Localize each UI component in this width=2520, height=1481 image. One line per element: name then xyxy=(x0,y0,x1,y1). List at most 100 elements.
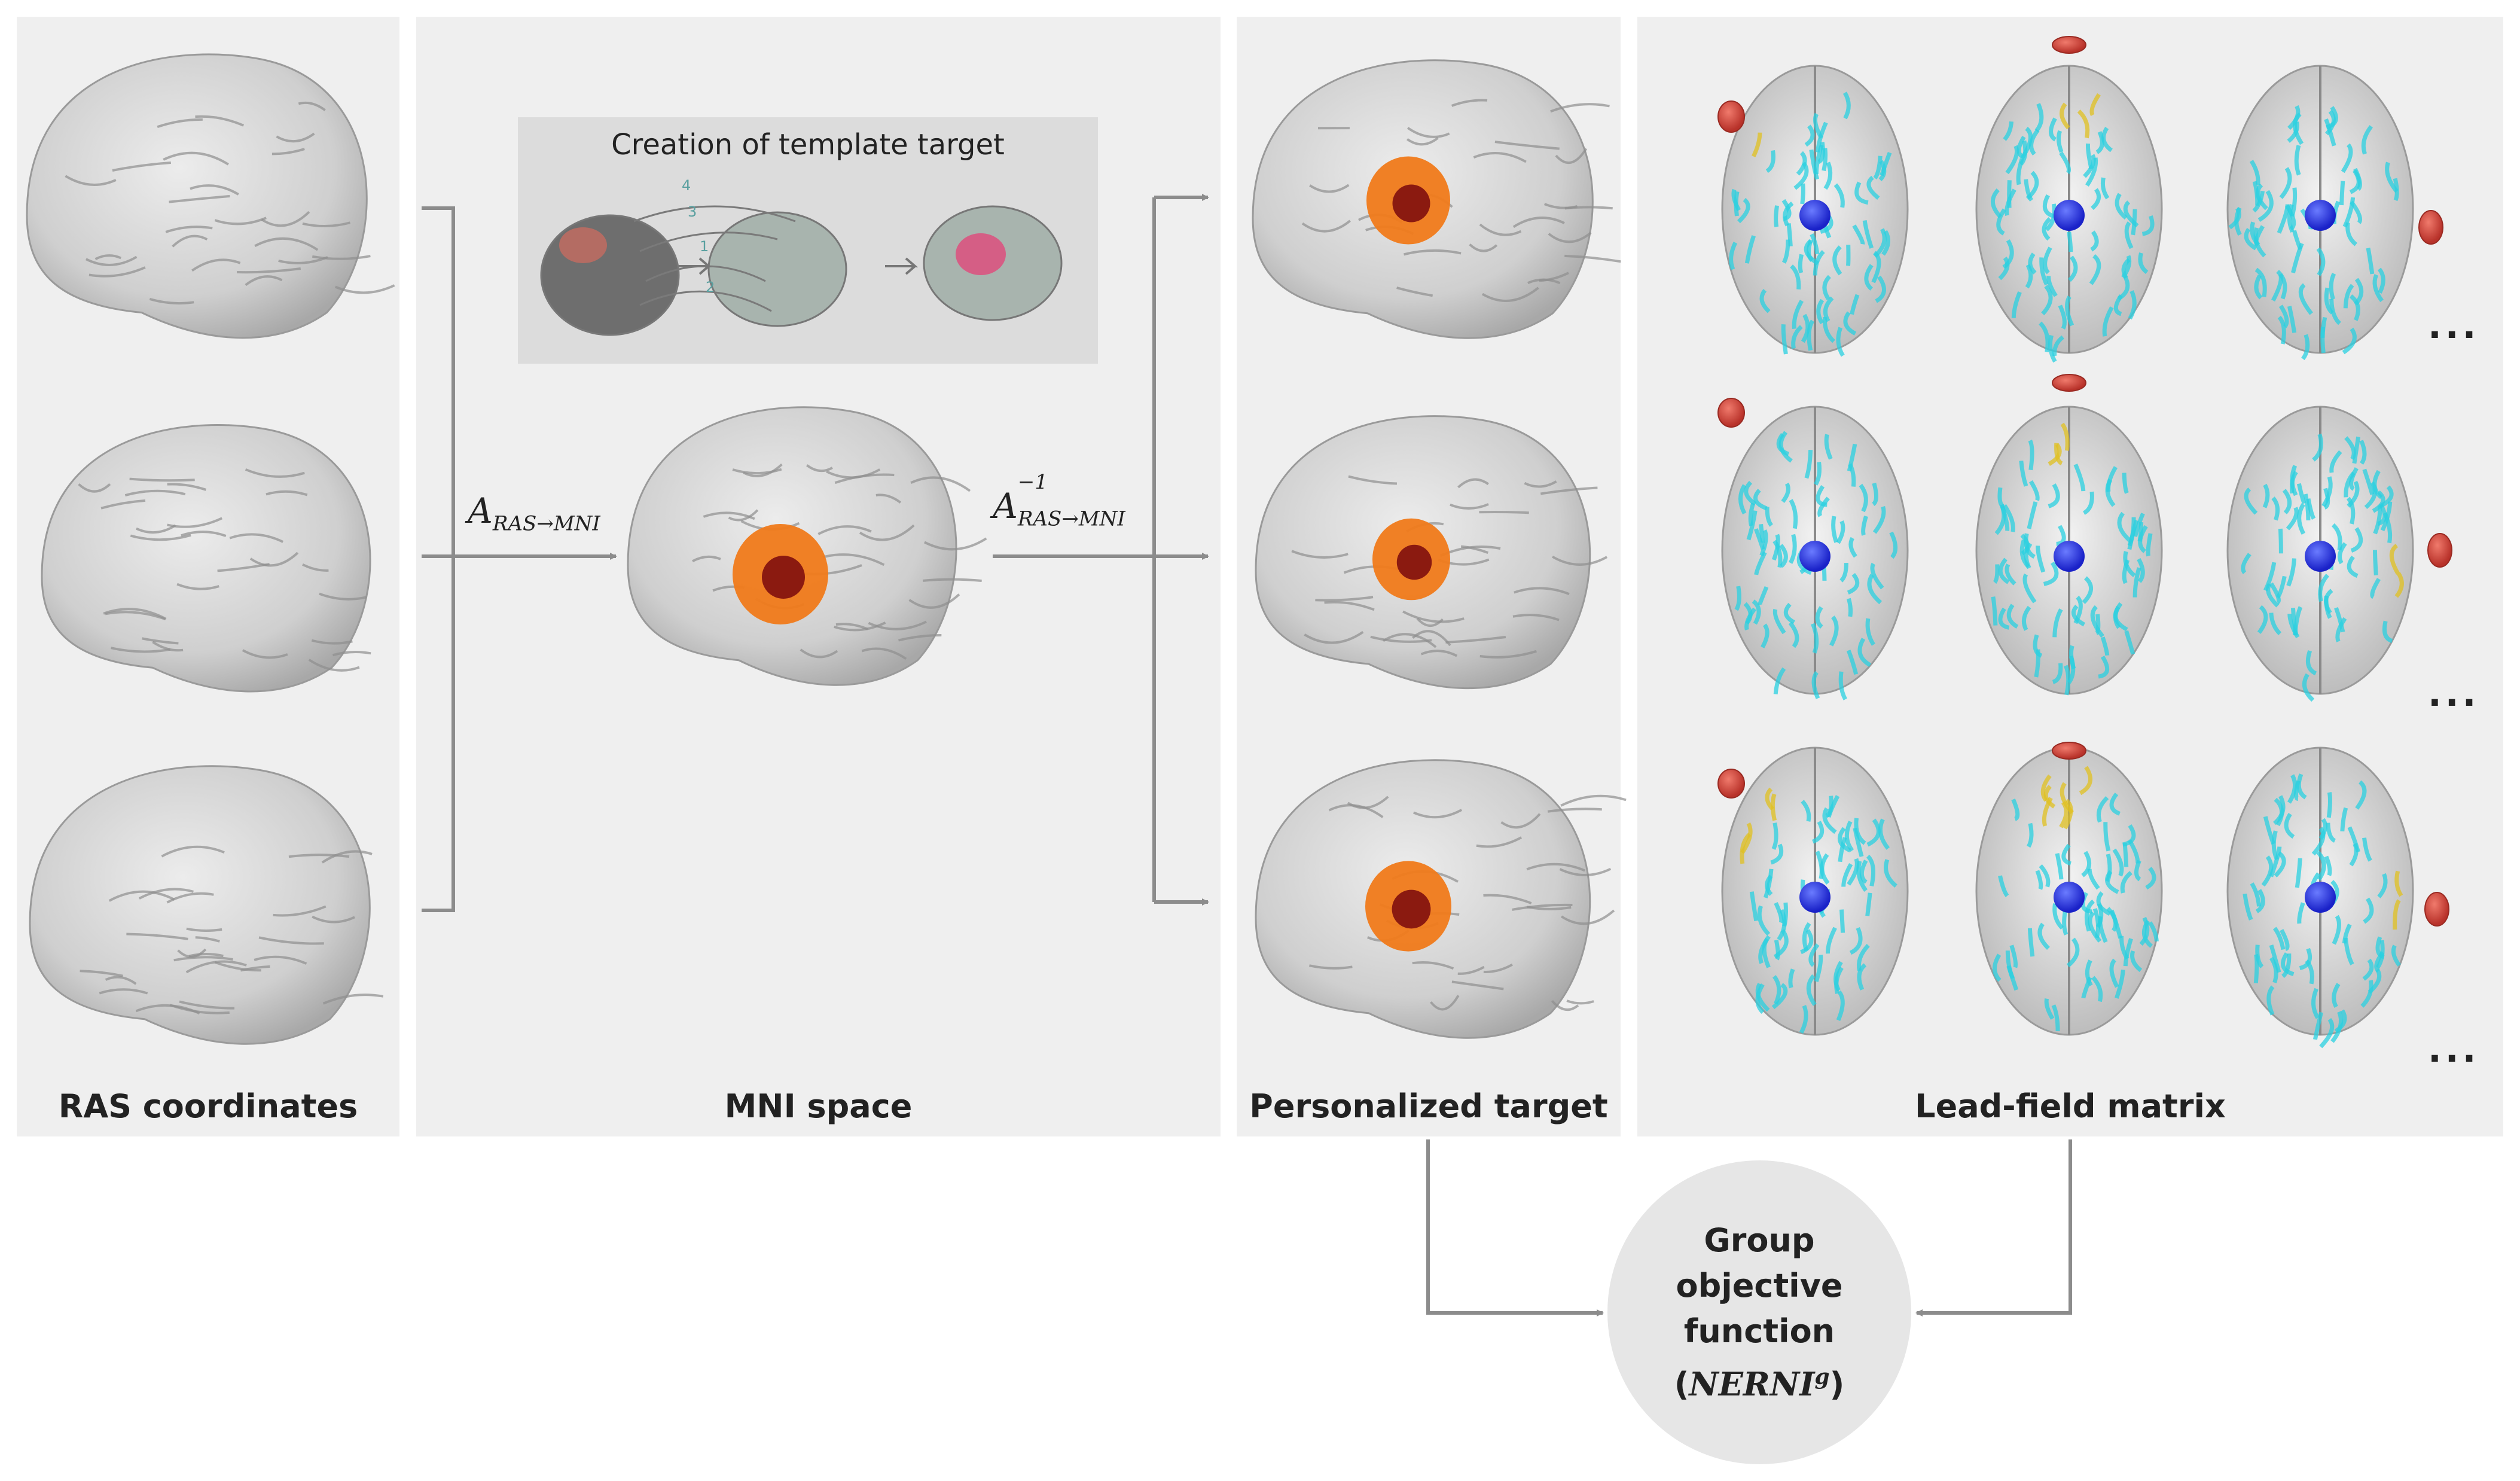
leadfield-brain-r3-c1-field-stroke xyxy=(1814,955,1823,982)
personalized-brain-3 xyxy=(1255,759,1627,1039)
leadfield-brain-r1-c2-field-stroke xyxy=(2020,126,2033,160)
leadfield-brain-r3-c1-field-stroke xyxy=(1772,975,1781,1005)
leadfield-brain-r1-c3-field-stroke xyxy=(2353,167,2363,191)
leadfield-brain-r3-c3-field-stroke xyxy=(2294,780,2301,802)
leadfield-brain-r1-c1-field-stroke xyxy=(1804,124,1815,147)
mni-template-brain-sulcus xyxy=(826,468,881,479)
ras-panel-title: RAS coordinates xyxy=(58,1087,358,1125)
ras-brain-1-sulcus xyxy=(195,115,245,127)
leadfield-brain-r1-c2-field-stroke xyxy=(2091,188,2101,211)
leadfield-brain-r2-c1-field-stroke xyxy=(1788,621,1799,648)
leadfield-brain-r3-c1-field-stroke xyxy=(1740,833,1752,864)
ras-brain-1-sulcus xyxy=(261,211,310,227)
leadfield-brain-r1-c2-field-stroke xyxy=(2085,143,2094,169)
leadfield-brain-r2-c3-field-stroke xyxy=(2269,612,2282,635)
leadfield-brain-r3-c1-field-stroke xyxy=(1825,927,1837,954)
template-step-number: 4 xyxy=(682,177,691,194)
leadfield-brain-r1-c1-field-stroke xyxy=(1752,132,1762,158)
leadfield-brain-r2-c3-field-stroke xyxy=(2306,650,2317,676)
leadfield-brain-r2-c1-field-stroke xyxy=(1847,443,1857,472)
leadfield-brain-r3-c2-field-stroke xyxy=(2091,976,2103,1002)
leadfield-brain-r2-c3-field-stroke xyxy=(2244,487,2258,515)
leadfield-brain-r1-c2-electrode xyxy=(2052,36,2086,54)
leadfield-brain-r1-c3-field-stroke xyxy=(2324,118,2336,147)
personalized-brain-1-sulcus xyxy=(1451,99,1488,107)
ras-brain-3-sulcus xyxy=(254,955,307,965)
personalized-brain-3-sulcus xyxy=(1551,999,1579,1011)
leadfield-brain-r1-c1-field-stroke xyxy=(1823,296,1834,322)
personalized-brain-2 xyxy=(1255,415,1608,690)
leadfield-brain-r3-c3-field-stroke xyxy=(2368,968,2382,994)
personalized-brain-2-sulcus xyxy=(1450,503,1489,510)
leadfield-brain-r3-c1-field-stroke xyxy=(1884,859,1897,888)
personalized-brain-1-sulcus xyxy=(1555,148,1588,164)
leadfield-brain-r1-c2-field-stroke xyxy=(2043,246,2052,275)
leadfield-brain-r1-c3-field-stroke xyxy=(2292,230,2303,251)
leadfield-brain-r2-c1-field-stroke xyxy=(1752,599,1761,625)
leadfield-brain-r3-c2-field-stroke xyxy=(2011,799,2020,821)
template-arc-4 xyxy=(639,290,772,312)
ras-brain-2-sulcus xyxy=(136,524,176,534)
ras-bracket-line xyxy=(422,206,455,912)
personalized-brain-1-sulcus xyxy=(1527,278,1561,285)
leadfield-brain-r2-c3-field-stroke xyxy=(2303,493,2311,520)
leadfield-brain-r3-c3-field-stroke xyxy=(2297,902,2305,924)
leadfield-brain-r1-c1-field-stroke xyxy=(1786,223,1793,246)
leadfield-brain-r1-c3-field-stroke xyxy=(2343,284,2354,309)
ras-brain-2-sulcus xyxy=(78,483,111,493)
leadfield-brain-r3-c1-field-stroke xyxy=(1849,927,1863,955)
leadfield-brain-r2-c1-field-stroke xyxy=(1779,544,1788,568)
leadfield-brain-r3-c1-field-stroke xyxy=(1841,863,1853,887)
leadfield-brain-r2-c2-field-stroke xyxy=(2019,461,2028,487)
inverse-transform-sub: RAS→MNI xyxy=(1017,507,1125,531)
leadfield-brain-r1-c1-field-stroke xyxy=(1822,316,1835,343)
leadfield-brain-r3-c3-field-stroke xyxy=(2284,812,2295,839)
mni-template-brain-sulcus xyxy=(692,555,721,563)
ras-brain-1-sulcus xyxy=(94,254,122,260)
leadfield-brain-r3-c3-field-stroke xyxy=(2261,855,2274,887)
mni-template-brain-sulcus xyxy=(732,468,782,475)
leadfield-brain-r2-c1-field-stroke xyxy=(1848,537,1857,558)
leadfield-brain-r2-c3-field-stroke xyxy=(2370,578,2381,599)
leadfield-brain-r3-c2-field-stroke xyxy=(2088,911,2102,943)
leadfield-brain-r2-c2-field-stroke xyxy=(2137,522,2144,542)
mni-template-brain-sulcus xyxy=(800,648,838,659)
personalized-brain-1-sulcus xyxy=(1469,243,1498,252)
leadfield-brain-r1-c3-field-stroke xyxy=(2284,204,2296,231)
leadfield-brain-r1-c2-field-stroke xyxy=(2028,252,2037,275)
leadfield-brain-r3-c3-field-stroke xyxy=(2332,915,2341,945)
template-mini-target-3 xyxy=(956,233,1006,275)
leadfield-brain-r2-c1-field-stroke xyxy=(1789,499,1798,529)
leadfield-brain-r1-c3-field-stroke xyxy=(2252,181,2260,206)
leadfield-brain-r2-c3-field-stroke xyxy=(2331,523,2342,551)
leadfield-brain-r1-c1-field-stroke xyxy=(1823,161,1833,190)
personalized-brain-2-sulcus xyxy=(1416,617,1444,627)
leadfield-brain-r1-c1-field-stroke xyxy=(1729,242,1738,270)
leadfield-brain-r3-c1-field-stroke xyxy=(1837,827,1851,853)
leadfield-brain-r3-c2-field-stroke xyxy=(2081,851,2092,877)
leadfield-brain-r2-c2-field-stroke xyxy=(2028,440,2034,471)
leadfield-ellipsis-row1: ... xyxy=(2428,305,2480,347)
leadfield-brain-r1-c1-field-stroke xyxy=(1822,275,1832,300)
leadfield-brain-r1-c3-field-stroke xyxy=(2301,334,2310,361)
leadfield-brain-r1-c1-field-stroke xyxy=(1873,156,1883,180)
ras-brain-1-sulcus xyxy=(312,255,371,260)
personalized-brain-2-sulcus xyxy=(1402,610,1465,623)
group-objective-function-node: Group objective function (NERNIg) xyxy=(1607,1160,1911,1464)
leadfield-brain-r1-c3-field-stroke xyxy=(2291,242,2304,273)
leadfield-brain-r2-c2-field-stroke xyxy=(2117,511,2133,544)
ras-brain-3-sulcus xyxy=(288,854,350,858)
leadfield-brain-r2-c2-field-stroke xyxy=(2021,605,2031,631)
leadfield-brain-r2-c1-field-stroke xyxy=(1838,671,1847,700)
leadfield-brain-r3-c2-field-stroke xyxy=(2087,869,2100,890)
ras-brain-2-sulcus xyxy=(245,468,305,478)
leadfield-brain-r2-c1-field-stroke xyxy=(1757,586,1769,606)
leadfield-brain-r2-c3-field-stroke xyxy=(2282,489,2292,514)
leadfield-brain-r1-c3-field-stroke xyxy=(2271,273,2283,302)
leadfield-brain-r1-c2-field-stroke xyxy=(2034,103,2044,132)
leadfield-brain-r3-c1-field-stroke xyxy=(1799,1005,1808,1034)
leadfield-brain-r3-c2-field-stroke xyxy=(2051,1004,2060,1032)
leadfield-brain-r1-c1-field-stroke xyxy=(1744,235,1756,264)
